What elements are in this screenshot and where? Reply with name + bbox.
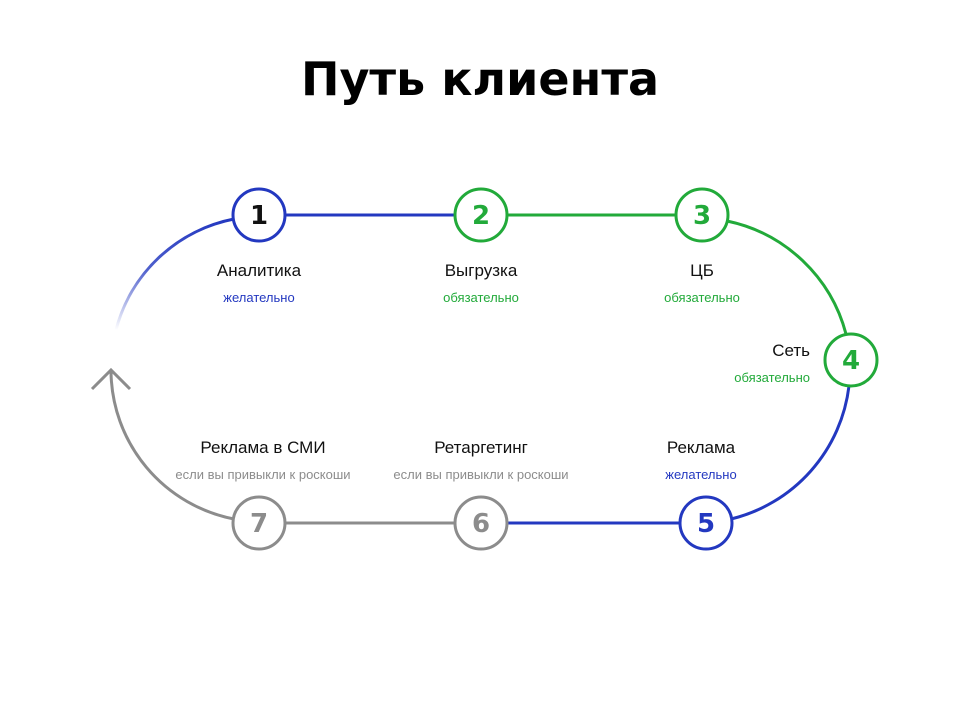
step-circle bbox=[231, 187, 287, 243]
step-6: 6 Ретаргетинг если вы привыкли к роскоши bbox=[393, 438, 569, 551]
step-circle bbox=[823, 332, 879, 388]
step-circle bbox=[453, 495, 509, 551]
step-circle bbox=[231, 495, 287, 551]
connector-4-5 bbox=[730, 385, 851, 521]
step-circle bbox=[453, 187, 509, 243]
step-status: желательно bbox=[665, 467, 736, 482]
step-label: Ретаргетинг bbox=[434, 438, 528, 457]
step-status: обязательно bbox=[734, 370, 810, 385]
step-number: 3 bbox=[693, 201, 711, 231]
step-status: обязательно bbox=[443, 290, 519, 305]
step-number: 5 bbox=[697, 509, 715, 539]
step-5: 5 Реклама желательно bbox=[665, 438, 737, 551]
page-title: Путь клиента bbox=[301, 52, 659, 106]
step-status: обязательно bbox=[664, 290, 740, 305]
step-circle bbox=[678, 495, 734, 551]
step-4: 4 Сеть обязательно bbox=[734, 332, 879, 388]
step-3: 3ЦБ обязательно bbox=[664, 187, 740, 305]
step-status: желательно bbox=[223, 290, 294, 305]
step-label: ЦБ bbox=[690, 261, 714, 280]
step-label: Сеть bbox=[772, 341, 810, 360]
step-number: 7 bbox=[250, 509, 268, 539]
connector-7-return bbox=[109, 371, 235, 521]
step-number: 6 bbox=[472, 509, 490, 539]
step-number: 4 bbox=[842, 346, 860, 376]
step-status: если вы привыкли к роскоши bbox=[393, 467, 568, 482]
connector-3-4 bbox=[726, 219, 848, 335]
step-label: Реклама bbox=[667, 438, 736, 457]
arrow-up-icon bbox=[90, 367, 132, 391]
step-status: если вы привыкли к роскоши bbox=[175, 467, 350, 482]
step-label: Реклама в СМИ bbox=[200, 438, 325, 457]
step-label: Аналитика bbox=[217, 261, 302, 280]
step-number: 2 bbox=[472, 201, 490, 231]
step-number: 1 bbox=[250, 201, 268, 231]
connector-return-1-fade bbox=[114, 217, 235, 331]
step-7: 7 Реклама в СМИ если вы привыкли к роскоши bbox=[175, 438, 351, 551]
step-label: Выгрузка bbox=[445, 261, 518, 280]
step-circle bbox=[674, 187, 730, 243]
